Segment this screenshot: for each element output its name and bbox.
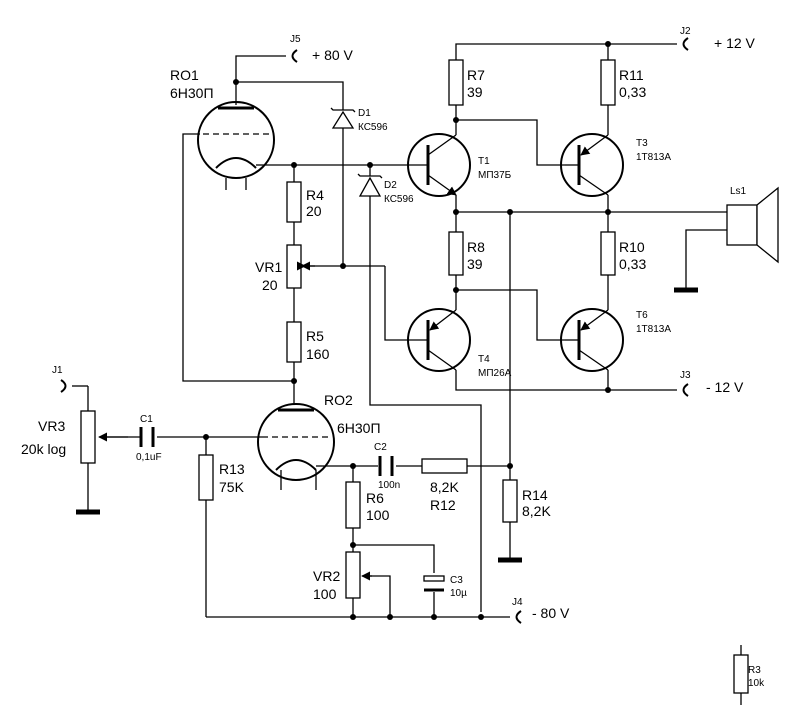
capacitor-c2: C2 100n: [374, 442, 400, 491]
j4-ref: J4: [512, 597, 523, 608]
ro1-ref: RO1: [170, 67, 199, 83]
ro2-ref: RO2: [324, 392, 353, 408]
junction-dots: [203, 41, 611, 620]
r13-ref: R13: [219, 461, 245, 477]
resistor-r14: R14 8,2K: [502, 479, 551, 523]
resistor-r13: R13 75K: [198, 454, 245, 501]
d2-value: КС596: [384, 194, 414, 205]
r4-value: 20: [306, 203, 322, 219]
c2-value: 100n: [378, 480, 400, 491]
j4-voltage: - 80 V: [532, 605, 570, 621]
ground-symbols: [76, 287, 698, 563]
r6-value: 100: [366, 507, 390, 523]
j3-ref: J3: [680, 370, 691, 381]
r12-value: 8,2K: [430, 479, 459, 495]
r4-ref: R4: [306, 187, 324, 203]
transistor-t3: T3 1Т813А: [560, 133, 671, 197]
resistor-r10: R10 0,33: [600, 231, 646, 276]
t3-value: 1Т813А: [636, 152, 671, 163]
j3-voltage: - 12 V: [706, 379, 744, 395]
r10-ref: R10: [619, 239, 645, 255]
r8-value: 39: [467, 256, 483, 272]
t4-value: МП26А: [478, 368, 512, 379]
j2-voltage: + 12 V: [714, 35, 756, 51]
r6-ref: R6: [366, 490, 384, 506]
capacitor-c3: C3 10µ: [423, 575, 467, 599]
vr3-value: 20k log: [21, 441, 66, 457]
transistor-t4: T4 МП26А: [407, 308, 512, 379]
d1-ref: D1: [358, 108, 371, 119]
r10-value: 0,33: [619, 256, 646, 272]
r11-value: 0,33: [619, 84, 646, 100]
capacitor-c1: C1 0,1uF: [136, 414, 162, 463]
ro2-value: 6Н30П: [337, 420, 381, 436]
resistor-r6: R6 100: [345, 481, 390, 529]
resistor-r11: R11 0,33: [600, 59, 646, 106]
j1-ref: J1: [52, 365, 63, 376]
r11-ref: R11: [619, 67, 644, 83]
j5-ref: J5: [290, 34, 301, 45]
resistor-r7: R7 39: [448, 59, 485, 106]
resistor-r5: R5 160: [286, 321, 330, 363]
connector-j5: J5 + 80 V: [290, 34, 354, 63]
d1-value: КС596: [358, 122, 388, 133]
c3-ref: C3: [450, 575, 463, 586]
potentiometer-vr2: VR2 100: [313, 551, 372, 602]
c1-ref: C1: [140, 414, 153, 425]
vr1-value: 20: [262, 277, 278, 293]
j2-ref: J2: [680, 26, 691, 37]
t3-ref: T3: [636, 138, 648, 149]
j5-voltage: + 80 V: [312, 47, 354, 63]
vr3-ref: VR3: [38, 418, 65, 434]
tube-ro1: RO1 6Н30П: [170, 67, 275, 190]
zener-d2: D2 КС596: [357, 173, 414, 205]
resistor-r4: R4 20: [286, 181, 324, 223]
zener-d1: D1 КС596: [330, 107, 388, 133]
vr2-ref: VR2: [313, 568, 340, 584]
r8-ref: R8: [467, 239, 485, 255]
t6-value: 1Т813А: [636, 324, 671, 335]
r7-ref: R7: [467, 67, 485, 83]
c1-value: 0,1uF: [136, 452, 162, 463]
potentiometer-vr1: VR1 20: [255, 244, 315, 293]
resistor-r3: R3 10k: [733, 654, 765, 694]
r5-ref: R5: [306, 328, 324, 344]
t1-ref: T1: [478, 156, 490, 167]
vr1-ref: VR1: [255, 259, 282, 275]
connector-j3: J3 - 12 V: [680, 370, 744, 397]
transistor-t1: T1 МП37Б: [407, 133, 512, 197]
tube-ro2: RO2 6Н30П: [257, 392, 381, 481]
r3-value: 10k: [748, 678, 765, 689]
t1-value: МП37Б: [478, 170, 512, 181]
ro1-value: 6Н30П: [170, 85, 214, 101]
transistor-t6: T6 1Т813А: [560, 308, 671, 372]
r7-value: 39: [467, 84, 483, 100]
speaker-ls1: Ls1: [726, 186, 779, 264]
r14-ref: R14: [522, 487, 548, 503]
t6-ref: T6: [636, 310, 648, 321]
connector-j4: J4 - 80 V: [512, 597, 570, 624]
r12-ref: R12: [430, 497, 456, 513]
c3-value: 10µ: [450, 588, 467, 599]
r13-value: 75K: [219, 479, 245, 495]
ls1-ref: Ls1: [730, 186, 747, 197]
resistor-r8: R8 39: [448, 231, 485, 276]
resistor-r12: 8,2K R12: [421, 458, 468, 513]
connector-j1: J1: [52, 365, 67, 393]
t4-ref: T4: [478, 354, 490, 365]
vr2-value: 100: [313, 586, 337, 602]
r3-ref: R3: [748, 665, 761, 676]
potentiometer-vr3: VR3 20k log: [21, 410, 128, 464]
r5-value: 160: [306, 346, 330, 362]
c2-ref: C2: [374, 442, 387, 453]
d2-ref: D2: [384, 180, 397, 191]
connector-j2: J2 + 12 V: [680, 26, 756, 51]
r14-value: 8,2K: [522, 503, 551, 519]
wires: [72, 43, 742, 705]
